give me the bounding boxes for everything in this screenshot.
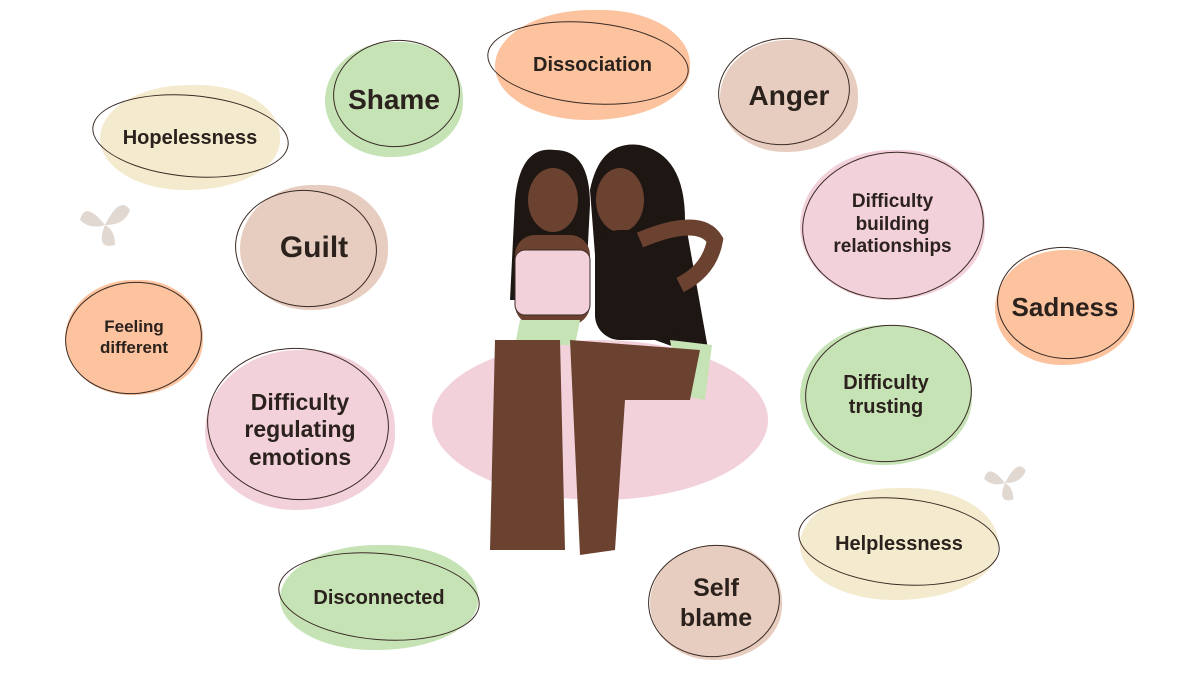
emotion-bubble-feeling-different: Feeling different — [59, 275, 208, 401]
bubble-fill — [100, 85, 280, 190]
emotion-bubble-disconnected: Disconnected — [274, 544, 484, 650]
emotion-bubble-difficulty-building-relationships: Difficulty building relationships — [794, 142, 992, 309]
bubble-fill — [995, 250, 1135, 365]
emotion-label: Difficulty trusting — [843, 372, 929, 418]
emotion-bubble-helplessness: Helplessness — [794, 488, 1004, 600]
emotion-bubble-sadness: Sadness — [992, 241, 1139, 365]
bubble-fill — [240, 185, 388, 310]
emotion-label: Disconnected — [313, 586, 445, 609]
emotion-label: Guilt — [279, 230, 349, 264]
arm-hug — [636, 219, 724, 293]
emotion-label: Helplessness — [835, 533, 963, 555]
emotion-label: Dissociation — [533, 54, 652, 76]
butterfly-icon — [80, 205, 130, 246]
bubble-fill — [205, 350, 395, 510]
emotion-label: Sadness — [1011, 291, 1119, 322]
emotion-bubble-difficulty-regulating-emotions: Difficulty regulating emotions — [200, 340, 396, 510]
emotion-bubble-hopelessness: Hopelessness — [88, 85, 293, 190]
emotion-bubble-difficulty-trusting: Difficulty trusting — [798, 316, 979, 471]
bubble-fill — [800, 150, 985, 300]
emotion-label: Anger — [748, 80, 830, 112]
emotion-label: Difficulty building relationships — [833, 190, 952, 258]
bubble-fill — [650, 545, 782, 660]
bubble-fill — [280, 545, 478, 650]
emotion-label: Difficulty regulating emotions — [244, 388, 356, 470]
butterfly-icon — [984, 466, 1026, 501]
bubble-fill — [495, 10, 690, 120]
emotion-bubble-anger: Anger — [712, 31, 858, 152]
top-left — [514, 249, 591, 316]
bubble-fill — [325, 42, 463, 157]
emotion-label: Hopelessness — [122, 126, 258, 149]
emotion-bubble-shame: Shame — [325, 33, 466, 157]
emotion-bubble-self-blame: Self blame — [642, 538, 786, 664]
emotion-label: Feeling different — [100, 317, 168, 357]
face-left — [528, 168, 578, 232]
bubble-fill — [800, 325, 972, 465]
emotion-label: Shame — [348, 83, 440, 115]
emotion-bubble-guilt: Guilt — [230, 184, 388, 313]
emotion-label: Self blame — [679, 573, 753, 632]
torso-right — [595, 230, 685, 340]
shorts — [515, 320, 712, 400]
face-right — [596, 168, 644, 232]
legs-left — [490, 340, 565, 550]
emotion-bubble-dissociation: Dissociation — [483, 10, 693, 120]
legs-right — [570, 340, 700, 555]
bubble-fill — [720, 40, 858, 152]
bubble-fill — [800, 488, 998, 600]
bubble-fill — [65, 280, 203, 395]
